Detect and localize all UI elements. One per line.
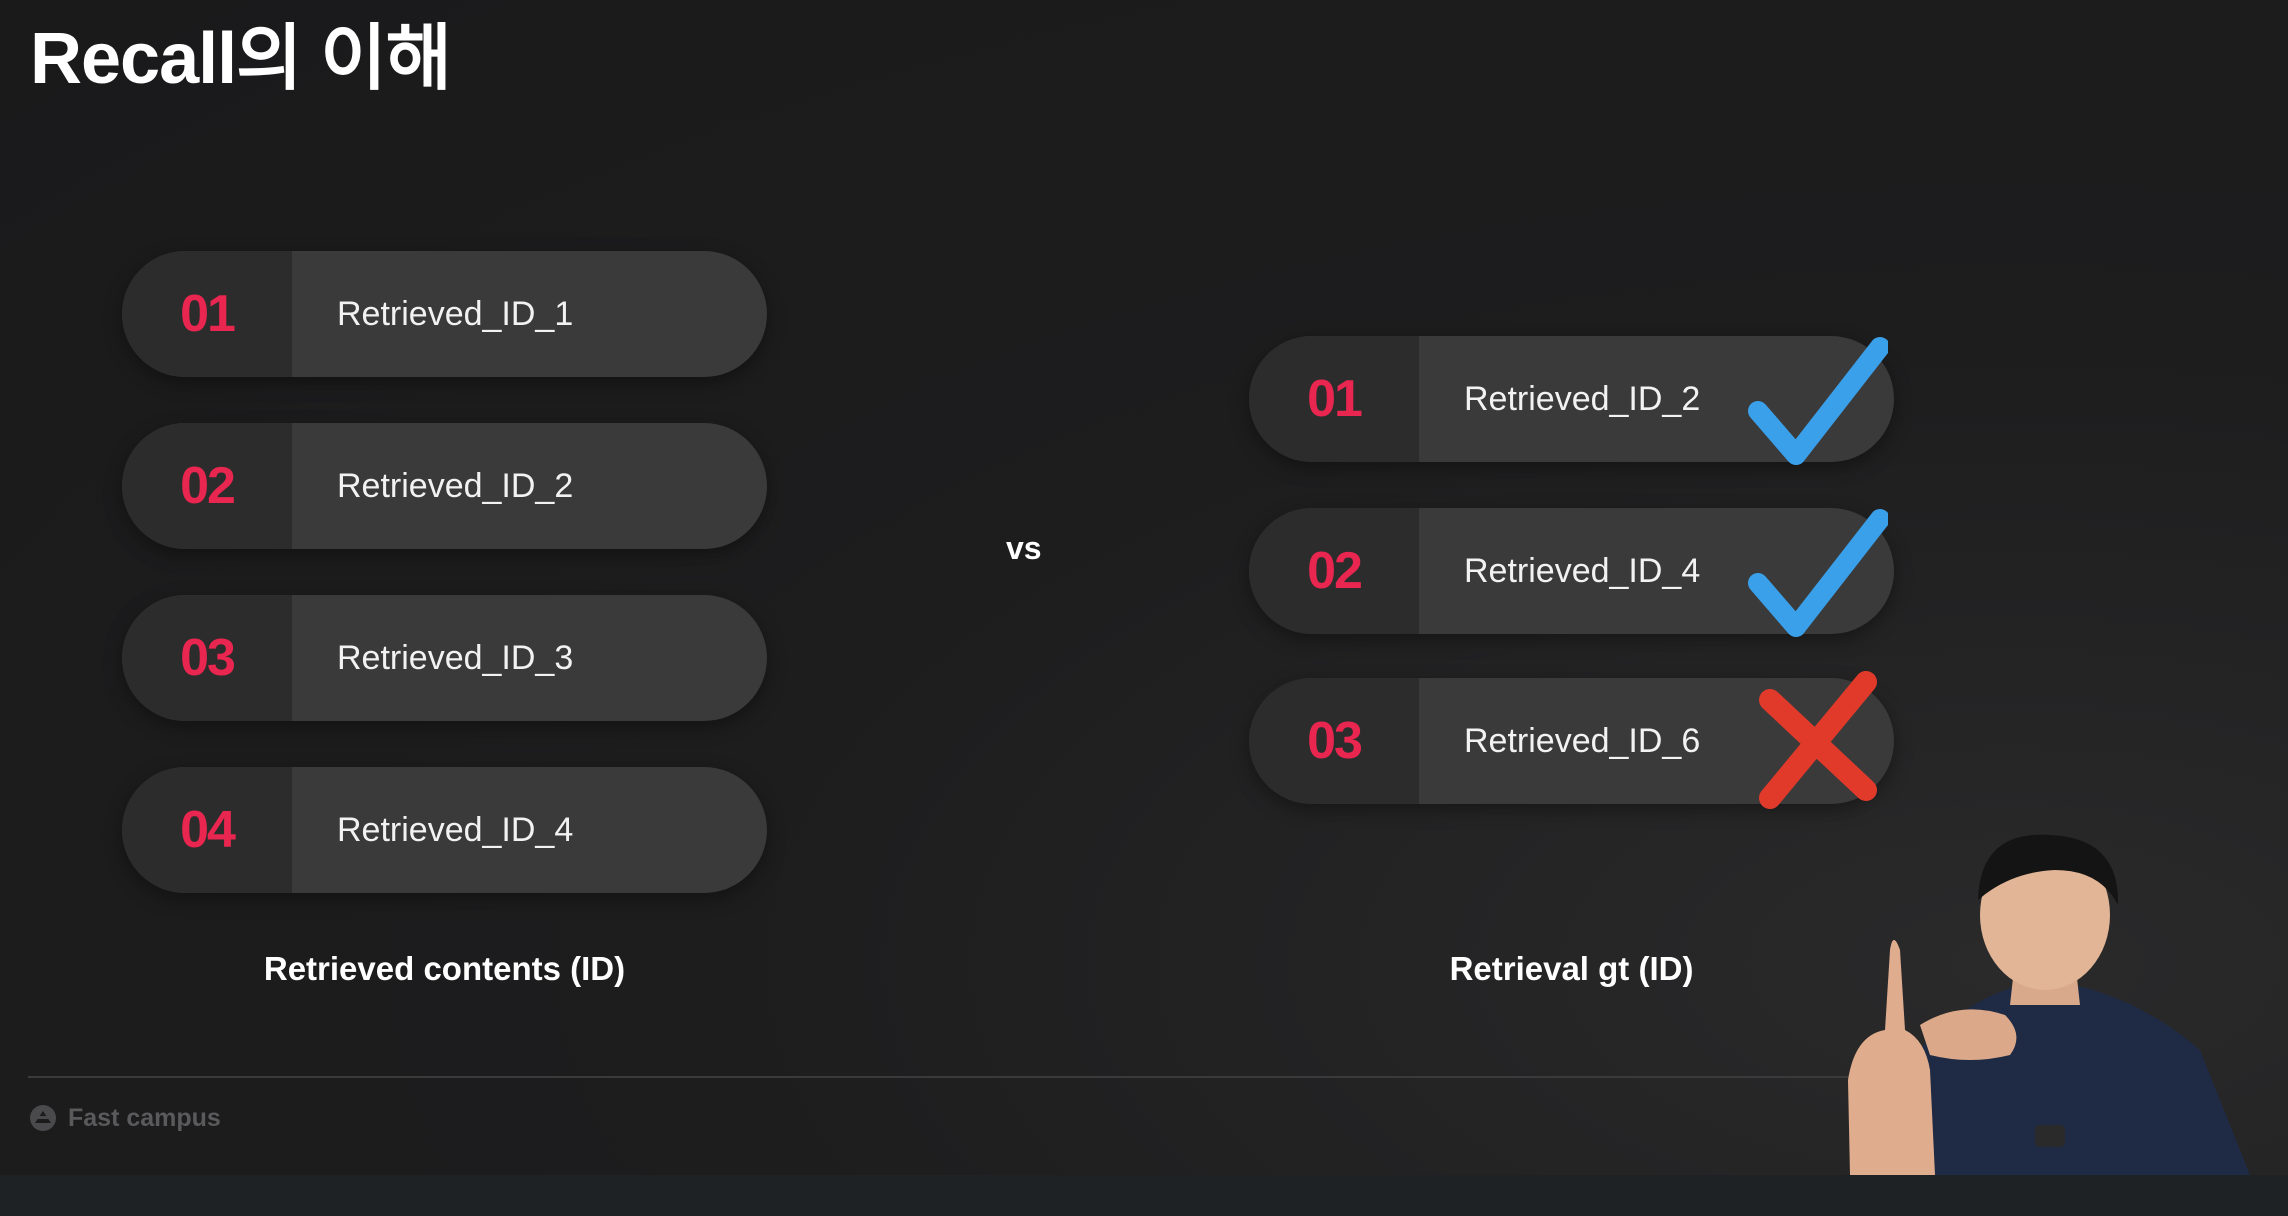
presenter-video <box>1848 834 2250 1175</box>
item-label: Retrieved_ID_3 <box>337 638 574 677</box>
item-number: 01 <box>1307 370 1363 428</box>
item-label: Retrieved_ID_4 <box>337 810 574 849</box>
slide: Recall의 이해 01 Retrieved_ID_1 02 Retrieve… <box>0 0 2288 1175</box>
gt-item-1: 01 Retrieved_ID_2 <box>1249 336 1894 462</box>
item-number: 04 <box>180 801 236 859</box>
fastcampus-logo-icon <box>30 1105 56 1131</box>
retrieved-item-2: 02 Retrieved_ID_2 <box>122 423 767 549</box>
retrieved-item-4: 04 Retrieved_ID_4 <box>122 767 767 893</box>
vs-label: vs <box>1006 530 1042 566</box>
bottom-bar <box>0 1175 2288 1216</box>
check-icon <box>1748 509 1888 637</box>
item-label: Retrieved_ID_2 <box>1464 379 1701 418</box>
item-label: Retrieved_ID_2 <box>337 466 574 505</box>
check-icon <box>1748 337 1888 465</box>
retrieved-item-1: 01 Retrieved_ID_1 <box>122 251 767 377</box>
cross-icon <box>1759 671 1877 809</box>
footer-divider <box>28 1076 1868 1078</box>
retrieved-item-3: 03 Retrieved_ID_3 <box>122 595 767 721</box>
item-number: 01 <box>180 285 236 343</box>
item-number: 02 <box>1307 542 1363 600</box>
slide-title: Recall의 이해 <box>30 19 452 99</box>
left-group-caption: Retrieved contents (ID) <box>263 950 626 987</box>
right-group-caption: Retrieval gt (ID) <box>1449 950 1694 987</box>
item-label: Retrieved_ID_6 <box>1464 721 1701 760</box>
item-number: 03 <box>1307 712 1363 770</box>
brand: Fast campus <box>28 1103 221 1133</box>
item-label: Retrieved_ID_1 <box>337 294 574 333</box>
item-number: 02 <box>180 457 236 515</box>
brand-name: Fast campus <box>68 1103 221 1132</box>
item-number: 03 <box>180 629 236 687</box>
item-label: Retrieved_ID_4 <box>1464 551 1701 590</box>
